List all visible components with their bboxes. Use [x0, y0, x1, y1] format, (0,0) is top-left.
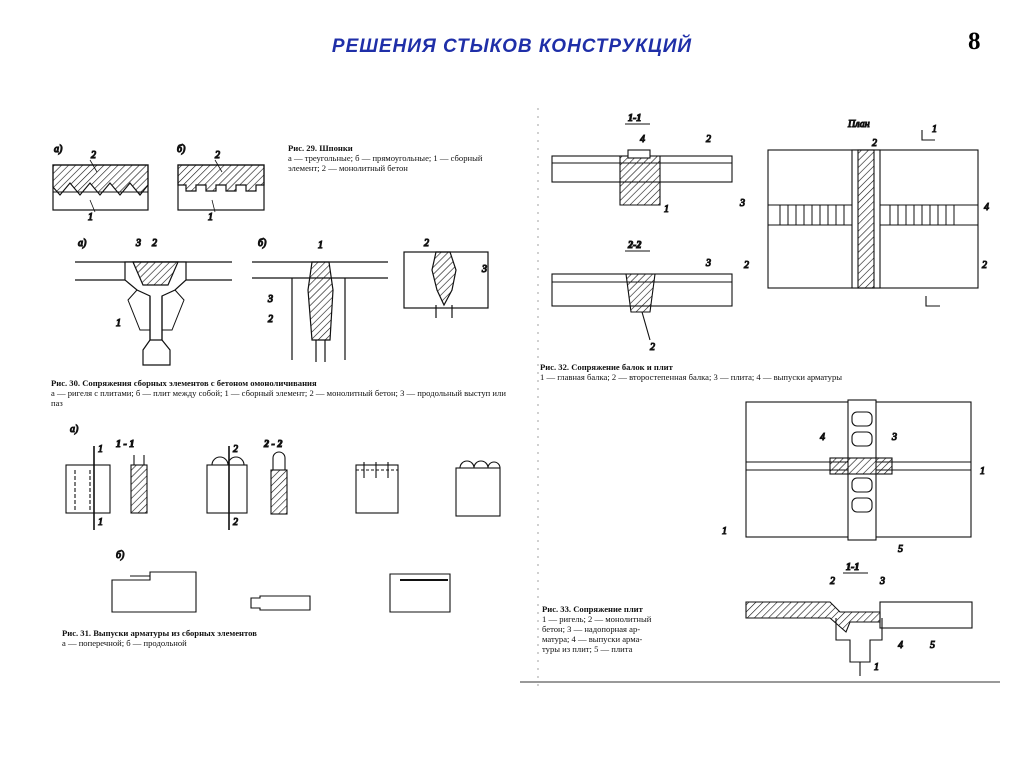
- fig33-plan-4: 4: [820, 432, 825, 443]
- fig33-plan-1r: 1: [980, 466, 985, 477]
- fig33-plan-1l: 1: [722, 526, 727, 537]
- fig30-label-1a: 1: [116, 318, 121, 329]
- fig33-caption-line2: бетон; 3 — надопорная ар-: [542, 624, 641, 634]
- fig32-plan-1: 1: [932, 124, 937, 135]
- fig33-caption: Рис. 33. Сопряжение плит 1 — ригель; 2 —…: [542, 604, 714, 654]
- fig30-drawing: а) б) 3 2 1 1 3 2 2 3: [75, 237, 489, 366]
- fig29-caption: Рис. 29. Шпонки а — треугольные; б — пря…: [288, 143, 510, 173]
- fig32-caption-title: Рис. 32. Сопряжение балок и плит: [540, 362, 673, 372]
- fig33-caption-line1: 1 — ригель; 2 — монолитный: [542, 614, 652, 624]
- fig33-caption-title: Рис. 33. Сопряжение плит: [542, 604, 643, 614]
- page-title: РЕШЕНИЯ СТЫКОВ КОНСТРУКЦИЙ: [331, 36, 693, 57]
- fig31-label-1top: 1: [98, 444, 103, 455]
- fig30-label-2b: 2: [268, 314, 273, 325]
- fig31-sec11: 1 - 1: [116, 439, 134, 450]
- fig32-sec22: 2-2: [627, 240, 641, 251]
- fig29-label-2a: 2: [91, 150, 96, 161]
- fig32-caption-text: 1 — главная балка; 2 — второстепенная ба…: [540, 372, 843, 382]
- fig33-sec-4: 4: [898, 640, 903, 651]
- fig32-label-4: 4: [640, 134, 645, 145]
- fig30-label-3: 3: [135, 238, 141, 249]
- fig31-caption: Рис. 31. Выпуски арматуры из сборных эле…: [62, 628, 382, 648]
- fig32-plan-2r: 2: [982, 260, 987, 271]
- fig33-sec11: 1-1: [846, 562, 859, 573]
- fig32-plan-4: 4: [984, 202, 989, 213]
- fig33-plan-5: 5: [898, 544, 903, 555]
- fig33-drawing: 4 3 1 1 5 1-1 2 3 4 5 1: [721, 399, 986, 676]
- fig33-sec-1: 1: [874, 662, 879, 673]
- fig30-caption: Рис. 30. Сопряжения сборных элементов с …: [51, 378, 509, 408]
- fig30-label-3b: 3: [267, 294, 273, 305]
- fig32-plan-label: План: [847, 119, 870, 130]
- fig29-caption-text: а — треугольные; б — прямоугольные; 1 — …: [288, 153, 483, 173]
- fig31-sec22: 2 - 2: [263, 439, 282, 450]
- fig32-label-2: 2: [706, 134, 711, 145]
- fig30-label-3c: 3: [481, 264, 487, 275]
- fig29-label-2b: 2: [215, 150, 220, 161]
- fig31-drawing: а) 1 - 1 2 - 2 1 1 2 2 б): [65, 423, 501, 613]
- fig33-caption-line3: матура; 4 — выпуски арма-: [542, 634, 643, 644]
- fig32-plan-2: 2: [872, 138, 877, 149]
- fig33-caption-line4: туры из плит; 5 — плита: [542, 644, 633, 654]
- fig32-caption: Рис. 32. Сопряжение балок и плит 1 — гла…: [540, 362, 998, 382]
- fig33-sec-2: 2: [830, 576, 835, 587]
- fig29-caption-title: Рис. 29. Шпонки: [288, 143, 353, 153]
- fig33-sec-3: 3: [879, 576, 885, 587]
- fig30-label-2: 2: [152, 238, 157, 249]
- fig30-label-a: а): [78, 238, 87, 249]
- fig30-label-b: б): [258, 238, 267, 249]
- fig31-label-1bot: 1: [98, 517, 103, 528]
- fig29-drawing: а) б) 2 1 2 1: [52, 143, 265, 224]
- fig31-caption-title: Рис. 31. Выпуски арматуры из сборных эле…: [62, 628, 257, 638]
- fig29-label-1a: 1: [88, 212, 93, 223]
- fig30-caption-title: Рис. 30. Сопряжения сборных элементов с …: [51, 378, 317, 388]
- fig29-label-a: а): [54, 144, 63, 155]
- fig32-label-1: 1: [664, 204, 669, 215]
- fig33-sec-5: 5: [930, 640, 935, 651]
- page-number: 8: [968, 28, 981, 55]
- fig32-label-3: 3: [705, 258, 711, 269]
- fig31-caption-text: а — поперечной; б — продольной: [62, 638, 187, 648]
- fig32-drawing: 1-1 4 2 1 2-2 3 2 План 2 3 4 1 2 2: [551, 112, 990, 354]
- fig31-label-b: б): [116, 550, 125, 561]
- fig30-caption-text: а — ригеля с плитами; б — плит между соб…: [51, 388, 506, 408]
- fig32-label-2b: 2: [650, 342, 655, 353]
- fig30-label-2c: 2: [424, 238, 429, 249]
- fig32-sec11: 1-1: [628, 113, 641, 124]
- fig31-label-2bot: 2: [233, 517, 238, 528]
- fig31-label-a: а): [70, 424, 79, 435]
- fig31-label-2top: 2: [233, 444, 238, 455]
- fig32-plan-2l: 2: [744, 260, 749, 271]
- fig33-plan-3: 3: [891, 432, 897, 443]
- fig32-plan-3: 3: [739, 198, 745, 209]
- fig29-label-b: б): [177, 144, 186, 155]
- fig30-label-1b: 1: [318, 240, 323, 251]
- fig29-label-1b: 1: [208, 212, 213, 223]
